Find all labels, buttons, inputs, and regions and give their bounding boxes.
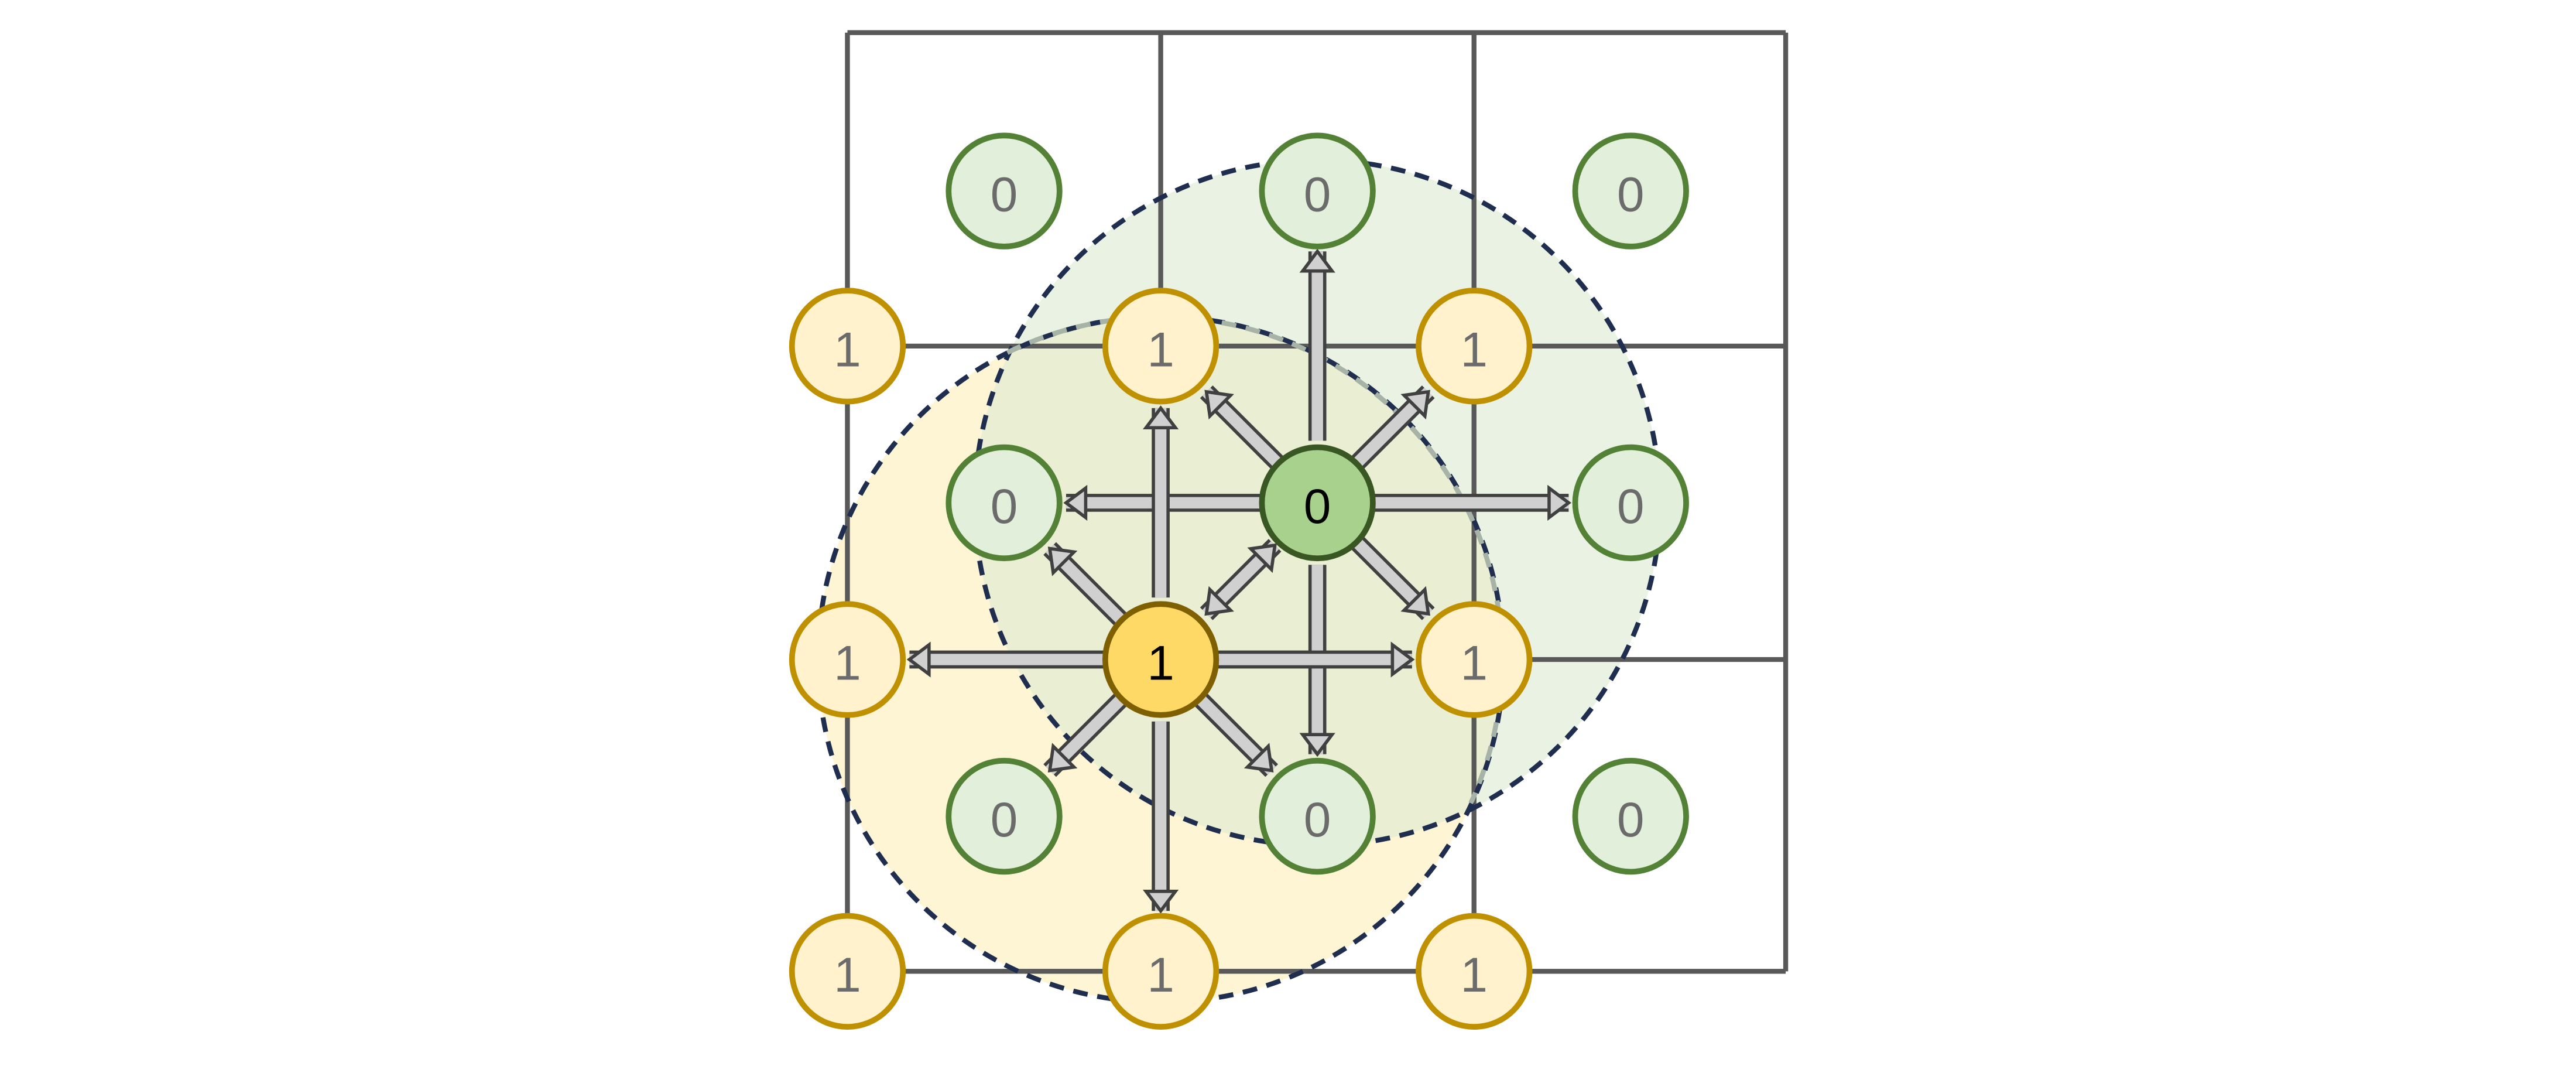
center-node-label: 0 bbox=[1304, 479, 1331, 534]
green-node: 0 bbox=[946, 132, 1063, 250]
arrow bbox=[1043, 542, 1128, 627]
arrow bbox=[1372, 484, 1572, 521]
green-node: 0 bbox=[1572, 444, 1689, 562]
yellow-node: 1 bbox=[1102, 913, 1220, 1030]
node-label: 1 bbox=[1460, 322, 1488, 377]
node-label: 0 bbox=[1304, 792, 1331, 847]
green-node: 0 bbox=[1259, 757, 1376, 875]
green-node: 0 bbox=[1572, 132, 1689, 250]
center-node-label: 1 bbox=[1147, 636, 1174, 691]
green-node: 0 bbox=[946, 444, 1063, 562]
node-label: 1 bbox=[834, 636, 861, 691]
node-label: 0 bbox=[1617, 167, 1644, 222]
arrow bbox=[1216, 641, 1415, 678]
node-label: 1 bbox=[1147, 322, 1174, 377]
arrow bbox=[1043, 692, 1128, 777]
node-label: 0 bbox=[1617, 792, 1644, 847]
arrow bbox=[1200, 385, 1285, 470]
green-node: 0 bbox=[1259, 132, 1376, 250]
yellow-center-node: 1 bbox=[1102, 601, 1220, 718]
yellow-node: 1 bbox=[1416, 913, 1533, 1030]
node-label: 1 bbox=[834, 947, 861, 1002]
green-center-node: 0 bbox=[1259, 444, 1376, 562]
arrow bbox=[1299, 248, 1335, 441]
arrow bbox=[1200, 539, 1282, 620]
yellow-node: 1 bbox=[789, 601, 906, 718]
arrow bbox=[1142, 405, 1179, 598]
yellow-node: 1 bbox=[1416, 601, 1533, 718]
arrow bbox=[906, 641, 1105, 678]
node-label: 0 bbox=[991, 479, 1018, 534]
node-label: 0 bbox=[1304, 167, 1331, 222]
node-label: 1 bbox=[1460, 636, 1488, 691]
node-label: 1 bbox=[1460, 947, 1488, 1002]
node-label: 0 bbox=[1617, 479, 1644, 534]
yellow-node: 1 bbox=[1102, 288, 1220, 405]
yellow-node: 1 bbox=[1416, 288, 1533, 405]
node-label: 0 bbox=[991, 167, 1018, 222]
nodes-group: 0 0 0 0 0 0 0 0 1 1 1 1 1 1 1 1 0 1 bbox=[789, 132, 1689, 1030]
node-label: 0 bbox=[991, 792, 1018, 847]
arrow bbox=[1193, 692, 1278, 777]
yellow-node: 1 bbox=[789, 288, 906, 405]
node-label: 1 bbox=[1147, 947, 1174, 1002]
arrow bbox=[1142, 721, 1179, 914]
green-node: 0 bbox=[1572, 757, 1689, 875]
arrow bbox=[1350, 385, 1435, 470]
node-label: 1 bbox=[834, 322, 861, 377]
arrow bbox=[1350, 535, 1435, 620]
green-node: 0 bbox=[946, 757, 1063, 875]
yellow-node: 1 bbox=[789, 913, 906, 1030]
arrows-group bbox=[906, 248, 1572, 914]
